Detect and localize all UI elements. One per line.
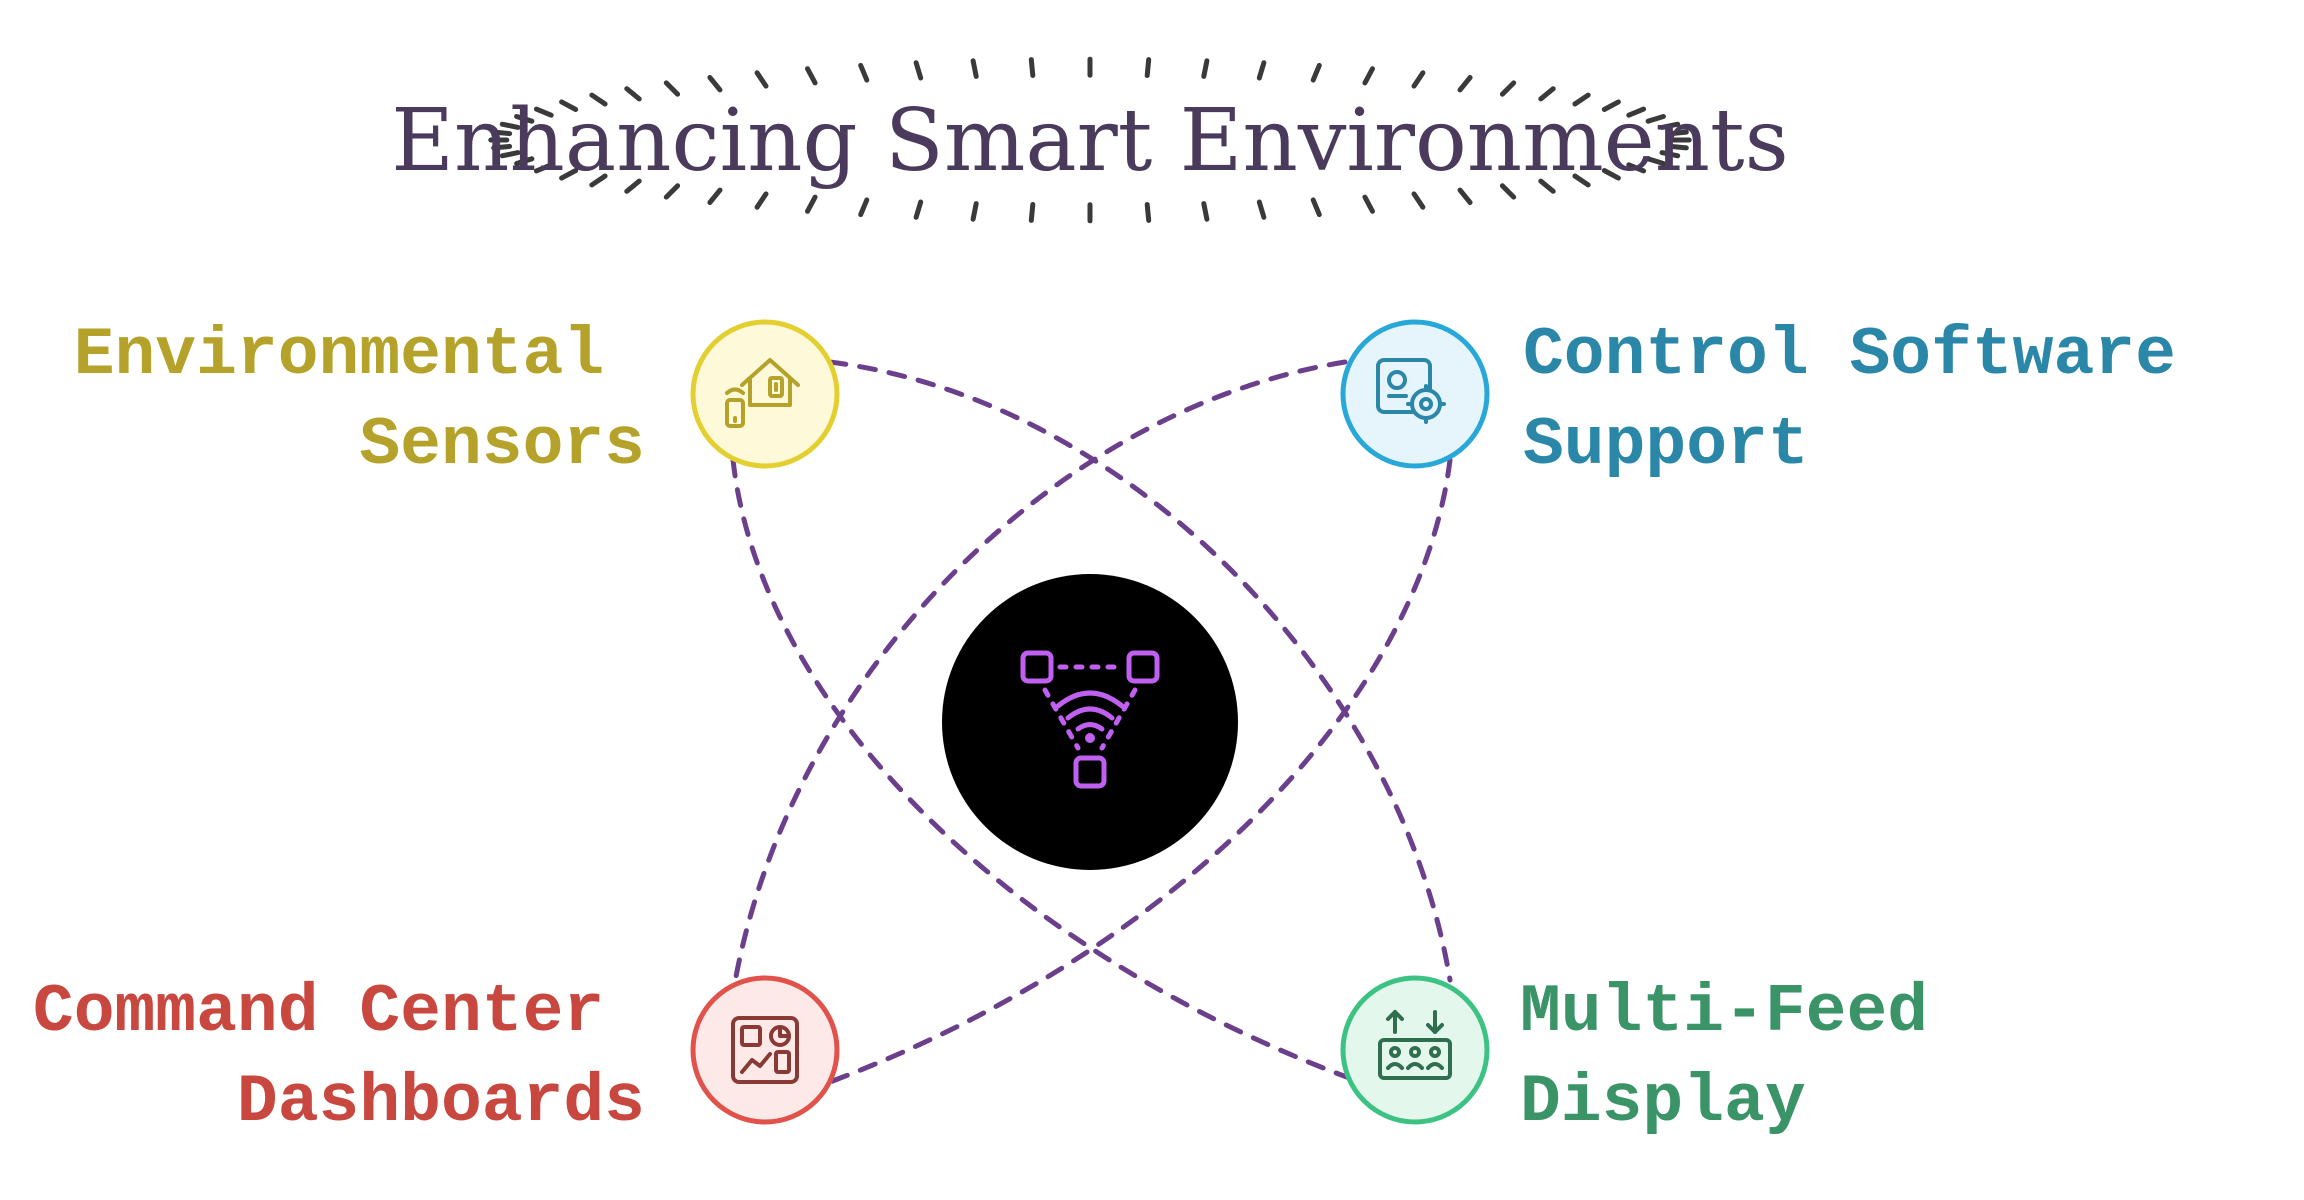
- title-ray: [858, 197, 870, 218]
- label-line: Dashboards: [237, 1064, 645, 1141]
- title-ray: [514, 156, 535, 166]
- title-ray: [805, 194, 818, 214]
- title-ray: [1256, 199, 1267, 220]
- title-ray: [624, 86, 642, 102]
- title-ray: [1201, 58, 1210, 79]
- title-ray: [1645, 114, 1666, 124]
- orbit-arc-software-to-dashboards: [732, 359, 1348, 985]
- title-ray: [1411, 191, 1426, 210]
- label-line: Display: [1520, 1064, 1806, 1141]
- title-ray: [1572, 92, 1591, 107]
- title-ray: [1144, 57, 1152, 78]
- title-ray: [913, 60, 924, 81]
- title-group: Enhancing Smart Environments: [391, 56, 1789, 224]
- label-line: Support: [1523, 407, 1809, 484]
- title-ray: [1310, 62, 1322, 83]
- title-ray: [1667, 143, 1689, 151]
- node-circle: [690, 319, 840, 469]
- title-ray: [514, 114, 535, 124]
- node-circle: [690, 975, 840, 1125]
- title-ray: [1538, 86, 1556, 102]
- title-ray: [491, 143, 513, 151]
- title-ray: [1256, 60, 1267, 81]
- node-environmental-sensors: Environmental Sensors: [74, 317, 840, 484]
- multi-feed-display-icon: [1378, 1010, 1452, 1080]
- node-command-center-dashboards: Command Center Dashboards: [33, 974, 840, 1141]
- title-ray: [499, 121, 521, 130]
- title-ray: [589, 173, 608, 188]
- title-ray: [491, 129, 513, 137]
- title-ray: [1362, 194, 1375, 214]
- title-ray: [1572, 173, 1591, 188]
- title-ray: [589, 92, 608, 107]
- title-ray: [1538, 178, 1556, 194]
- title-ray: [1362, 66, 1375, 86]
- title-ray: [533, 106, 554, 118]
- node-label: Command Center Dashboards: [33, 974, 645, 1141]
- title-ray: [1659, 121, 1681, 130]
- orbit-arc-sensors-to-dashboards: [730, 457, 1363, 1085]
- title-ray: [1457, 187, 1473, 205]
- node-label: Environmental Sensors: [74, 317, 645, 484]
- node-label: Multi-Feed Display: [1520, 974, 1969, 1141]
- title-ray: [559, 168, 579, 181]
- title-rays-decoration: [488, 56, 1692, 224]
- title-ray: [1601, 168, 1621, 181]
- title-ray: [1457, 75, 1473, 93]
- title-ray: [1499, 80, 1517, 97]
- label-line: Multi-Feed: [1520, 974, 1928, 1051]
- title-ray: [533, 162, 554, 174]
- title-ray: [1028, 202, 1036, 223]
- center-hub: [942, 574, 1238, 870]
- title-ray: [499, 150, 521, 159]
- title-ray: [1667, 129, 1689, 137]
- label-line: Environmental: [74, 317, 605, 394]
- node-label: Control Software Support: [1523, 317, 2217, 484]
- title-ray: [624, 178, 642, 194]
- label-line: Sensors: [359, 407, 645, 484]
- label-line: Command Center: [33, 974, 604, 1051]
- title-ray: [663, 80, 681, 97]
- orbit-arc-sensors-to-display: [827, 359, 1453, 983]
- title-ray: [707, 75, 723, 93]
- network-wifi-icon: [1020, 650, 1160, 789]
- title-ray: [805, 66, 818, 86]
- connection-orbits: [730, 359, 1453, 1085]
- title-ray: [858, 62, 870, 83]
- title-ray: [1626, 106, 1647, 118]
- node-control-software-support: Control Software Support: [1340, 317, 2217, 484]
- node-multi-feed-display: Multi-Feed Display: [1340, 974, 1969, 1141]
- title-ray: [754, 191, 769, 210]
- title-ray: [1659, 150, 1681, 159]
- title-ray: [663, 183, 681, 200]
- title-ray: [1028, 57, 1036, 78]
- label-line: Control Software: [1523, 317, 2176, 394]
- title-ray: [970, 201, 979, 222]
- title-ray: [1626, 162, 1647, 174]
- title-ray: [1601, 99, 1621, 112]
- diagram-title: Enhancing Smart Environments: [391, 91, 1788, 191]
- title-ray: [1645, 156, 1666, 166]
- software-settings-icon: [1376, 358, 1446, 424]
- title-ray: [1201, 201, 1210, 222]
- title-ray: [1499, 183, 1517, 200]
- title-ray: [754, 70, 769, 89]
- title-ray: [913, 199, 924, 220]
- title-ray: [559, 99, 579, 112]
- title-ray: [1411, 70, 1426, 89]
- dashboard-icon: [731, 1016, 799, 1084]
- title-ray: [1310, 197, 1322, 218]
- title-ray: [1144, 202, 1152, 223]
- title-ray: [707, 187, 723, 205]
- smart-home-sensor-icon: [725, 358, 800, 428]
- orbit-arc-software-to-display: [827, 457, 1453, 1085]
- title-ray: [970, 58, 979, 79]
